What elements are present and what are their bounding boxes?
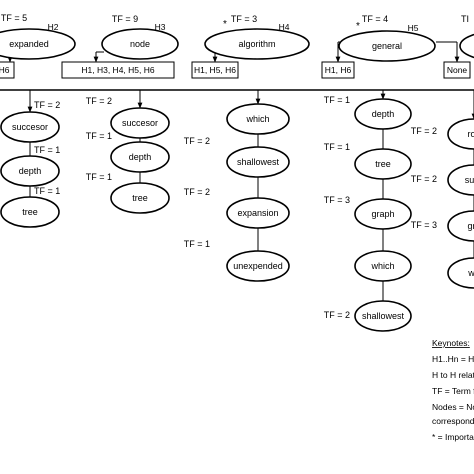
- term-frequency-label: TF = 2: [411, 174, 437, 184]
- root-node: [459, 33, 474, 59]
- heading-label: H5: [408, 23, 419, 33]
- root-node: [204, 28, 310, 60]
- child-node-label: unexpended: [233, 261, 283, 271]
- keynotes-line: correspondi: [432, 416, 474, 426]
- child-node-label: shallowest: [362, 311, 405, 321]
- child-node: [110, 141, 170, 173]
- child-node-label: rou: [467, 129, 474, 139]
- term-frequency-label: TF = 3: [324, 195, 350, 205]
- relation-box-label: H1, H5, H6: [194, 65, 236, 75]
- child-node-label: depth: [129, 152, 152, 162]
- child-node: [354, 148, 412, 180]
- keynotes-line: Nodes = Nod: [432, 402, 474, 412]
- term-frequency-label: TF = 1: [86, 131, 112, 141]
- child-node-label: which: [370, 261, 394, 271]
- important-marker: *: [223, 19, 227, 30]
- child-node-label: depth: [19, 166, 42, 176]
- heading-label: H3: [155, 22, 166, 32]
- child-node: [226, 103, 290, 135]
- term-frequency-label: TF = 1: [184, 239, 210, 249]
- root-node: [338, 30, 436, 62]
- relation-box: [443, 61, 471, 79]
- root-node-label: expanded: [9, 39, 49, 49]
- term-frequency-label: TF = 5: [1, 13, 27, 23]
- child-node-label: depth: [372, 109, 395, 119]
- child-node: [110, 107, 170, 139]
- keynotes-title: Keynotes:: [432, 338, 470, 348]
- relation-box-label: None: [447, 65, 468, 75]
- child-node: [226, 146, 290, 178]
- child-node-label: gra: [467, 221, 474, 231]
- term-frequency-label: TF = 1: [324, 95, 350, 105]
- child-node: [226, 250, 290, 282]
- term-frequency-label: TF = 1: [34, 145, 60, 155]
- relation-box: [321, 61, 355, 79]
- child-node-label: succesor: [12, 122, 48, 132]
- term-frequency-label: TF = 1: [86, 172, 112, 182]
- child-node-label: tree: [375, 159, 391, 169]
- term-frequency-label: TF = 2: [184, 187, 210, 197]
- child-node: [354, 250, 412, 282]
- child-node-label: shallowest: [237, 157, 280, 167]
- heading-label: H2: [48, 22, 59, 32]
- keynotes-line: TF = Term fr: [432, 386, 474, 396]
- important-marker: *: [356, 21, 360, 32]
- term-frequency-label: TF = 1: [324, 142, 350, 152]
- root-node-label: algorithm: [238, 39, 275, 49]
- keynotes-line: * = Importan: [432, 432, 474, 442]
- child-node-label: tree: [132, 193, 148, 203]
- term-frequency-label: TF = 3: [231, 14, 257, 24]
- keynotes-line: H1..Hn = Hea: [432, 354, 474, 364]
- child-node: [354, 198, 412, 230]
- term-frequency-label: TF = 3: [411, 220, 437, 230]
- child-node-label: wh: [467, 268, 474, 278]
- child-node: [226, 197, 290, 229]
- term-frequency-label: TF = 1: [34, 186, 60, 196]
- child-node-label: which: [245, 114, 269, 124]
- term-frequency-label: TF = 4: [362, 14, 388, 24]
- relation-box: [0, 61, 15, 79]
- child-node: [0, 111, 60, 143]
- relation-box-label: H1, H6: [325, 65, 352, 75]
- child-node-label: graph: [371, 209, 394, 219]
- term-frequency-label: TF = 2: [184, 136, 210, 146]
- keynotes-line: H to H relati: [432, 370, 474, 380]
- term-frequency-label: TI: [461, 14, 469, 24]
- child-node: [447, 164, 474, 196]
- root-node: [101, 28, 179, 60]
- term-frequency-label: TF = 2: [34, 100, 60, 110]
- relation-box-label: H6: [0, 65, 10, 75]
- child-node: [0, 155, 60, 187]
- child-node: [447, 210, 474, 242]
- child-node: [0, 196, 60, 228]
- child-node: [447, 257, 474, 289]
- child-node-label: succesor: [122, 118, 158, 128]
- child-node: [354, 98, 412, 130]
- term-frequency-label: TF = 9: [112, 14, 138, 24]
- nodes-layer: H6 expanded TF = 5 H2 succesor TF = 2 depth TF …: [0, 13, 474, 332]
- root-node: [0, 28, 76, 60]
- heading-label: H4: [279, 22, 290, 32]
- root-node-label: node: [130, 39, 150, 49]
- root-node-label: general: [372, 41, 402, 51]
- child-node: [354, 300, 412, 332]
- child-node: [110, 182, 170, 214]
- relation-box: [61, 61, 175, 79]
- relation-box: [191, 61, 239, 79]
- term-frequency-label: TF = 2: [411, 126, 437, 136]
- child-node: [447, 118, 474, 150]
- child-node-label: tree: [22, 207, 38, 217]
- relation-box-label: H1, H3, H4, H5, H6: [81, 65, 154, 75]
- keynotes: Keynotes: H1..Hn = Hea H to H relati TF …: [432, 338, 474, 442]
- child-node-label: succ: [465, 175, 474, 185]
- term-frequency-label: TF = 2: [86, 96, 112, 106]
- term-frequency-label: TF = 2: [324, 310, 350, 320]
- child-node-label: expansion: [237, 208, 278, 218]
